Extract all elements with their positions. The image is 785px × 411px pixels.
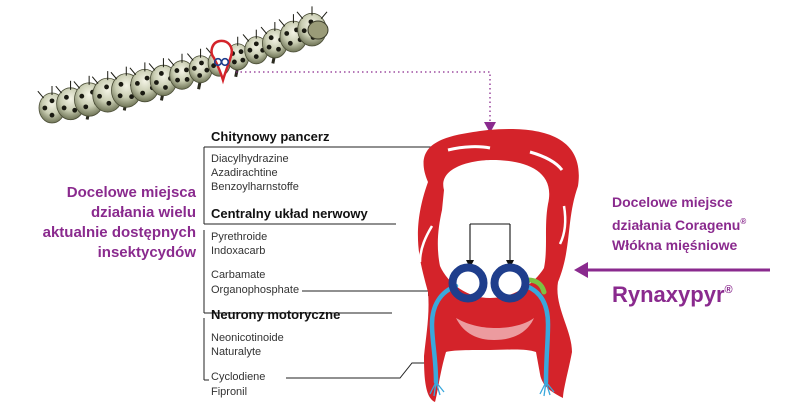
caterpillar-bristle (321, 12, 327, 19)
caterpillar-spot (248, 48, 253, 53)
registered-mark: ® (725, 284, 733, 296)
caterpillar-spot (79, 94, 84, 99)
right-target-title: Docelowe miejsce działania Coragenu® Włó… (612, 192, 785, 255)
insecticide-item: Diacylhydrazine (211, 152, 289, 166)
caterpillar-spot (269, 35, 274, 40)
caterpillar-spot (204, 68, 209, 73)
caterpillar-bristle (56, 86, 62, 93)
caterpillar-spot (97, 94, 102, 99)
caterpillar-bristle (38, 91, 44, 98)
caterpillar-spot (184, 67, 189, 72)
caterpillar-bristle (111, 72, 117, 79)
insecticide-item: Cyclodiene (211, 370, 268, 384)
caterpillar-spot (140, 91, 145, 96)
caterpillar-bristle (279, 19, 285, 26)
caterpillar-spot (145, 76, 150, 81)
right-title-text: działania Coragenu (612, 217, 740, 233)
right-title-line: działania Coragenu® (612, 212, 785, 235)
right-title-line: Docelowe miejsce (612, 192, 785, 212)
caterpillar-spot (62, 106, 67, 111)
insecticide-item: Benzoylharnstoffe (211, 180, 299, 194)
left-target-title: Docelowe miejsca działania wielu aktualn… (8, 183, 196, 263)
insect-cross-section (418, 129, 579, 402)
caterpillar-spot (192, 66, 197, 71)
caterpillar-spot (175, 68, 180, 73)
caterpillar-spot (104, 85, 109, 90)
caterpillar-spot (42, 106, 47, 111)
caterpillar-spot (83, 104, 88, 109)
caterpillar-spot (119, 82, 124, 87)
caterpillar-spot (284, 31, 289, 36)
caterpillar-bristle (149, 63, 155, 70)
insecticide-item: Azadirachtine (211, 166, 278, 180)
caterpillar-spot (239, 49, 244, 54)
caterpillar-spot (197, 73, 202, 78)
left-title-line: Docelowe miejsca (8, 183, 196, 203)
caterpillar-spot (267, 45, 272, 50)
caterpillar-spot (199, 61, 204, 66)
caterpillar-bristle (261, 27, 267, 34)
insecticide-item: Organophosphate (211, 283, 302, 297)
caterpillar-spot (118, 93, 123, 98)
right-title-line: Włókna mięśniowe (612, 235, 785, 255)
caterpillar-spot (64, 95, 69, 100)
caterpillar-spot (159, 71, 164, 76)
caterpillar-bristle (168, 59, 174, 66)
section-title-chitin: Chitynowy pancerz (211, 129, 329, 144)
caterpillar-spot (154, 80, 159, 85)
caterpillar-spot (106, 101, 111, 106)
left-title-line: aktualnie dostępnych (8, 223, 196, 243)
insecticide-item: Indoxacarb (211, 244, 265, 258)
brand-text: Rynaxypyr (612, 282, 725, 307)
caterpillar-bristle (92, 77, 98, 84)
caterpillar-spot (163, 85, 168, 90)
section-title-cns: Centralny układ nerwowy (211, 206, 368, 221)
pointer-dotted-line (236, 72, 496, 133)
insecticide-item: Fipronil (211, 385, 247, 399)
caterpillar-spot (254, 54, 259, 59)
caterpillar-spot (302, 28, 307, 33)
insecticide-item: Naturalyte (211, 345, 261, 359)
caterpillar-spot (240, 58, 245, 63)
caterpillar-image (38, 6, 328, 123)
registered-mark: ® (740, 217, 746, 226)
caterpillar-bristle (130, 68, 136, 75)
caterpillar-spot (276, 47, 281, 52)
caterpillar-spot (135, 81, 140, 86)
insecticide-item: Neonicotinoide (211, 331, 284, 345)
insecticide-item: Carbamate (211, 268, 265, 282)
left-title-line: insektycydów (8, 243, 196, 263)
caterpillar-bristle (243, 34, 249, 41)
caterpillar-spot (288, 41, 293, 46)
caterpillar-spot (50, 98, 55, 103)
caterpillar-spot (232, 60, 237, 65)
caterpillar-spot (254, 41, 259, 46)
caterpillar-bristle (297, 12, 303, 19)
insecticide-item: Pyrethroide (211, 230, 267, 244)
brand-name: Rynaxypyr® (612, 277, 733, 308)
caterpillar-spot (175, 78, 180, 83)
coragen-arrow (574, 262, 770, 278)
left-title-line: działania wielu (8, 203, 196, 223)
section-title-motor: Neurony motoryczne (211, 307, 340, 322)
caterpillar-head (308, 21, 328, 39)
caterpillar-bristle (74, 81, 80, 88)
caterpillar-spot (50, 113, 55, 118)
caterpillar-bristle (187, 54, 193, 61)
caterpillar-spot (185, 77, 190, 82)
